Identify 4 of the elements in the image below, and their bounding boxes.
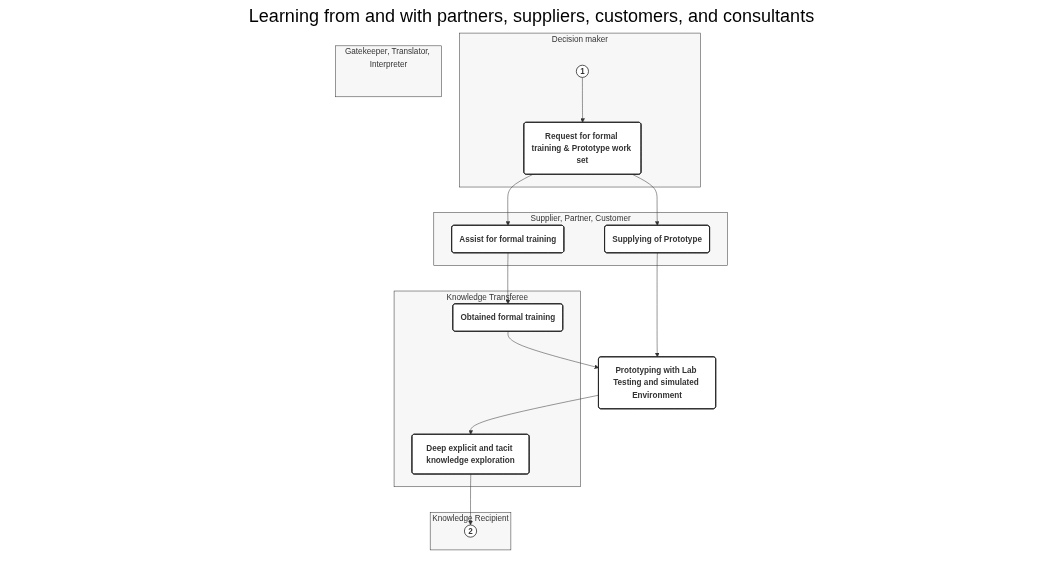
diagram-title: Learning from and with partners, suppliers, customers, and consultants xyxy=(247,6,816,27)
node-box: Gatekeeper, Translator, Interpreter xyxy=(335,45,442,98)
node-circle: 2 xyxy=(464,524,478,538)
node-circle: 1 xyxy=(576,64,589,78)
